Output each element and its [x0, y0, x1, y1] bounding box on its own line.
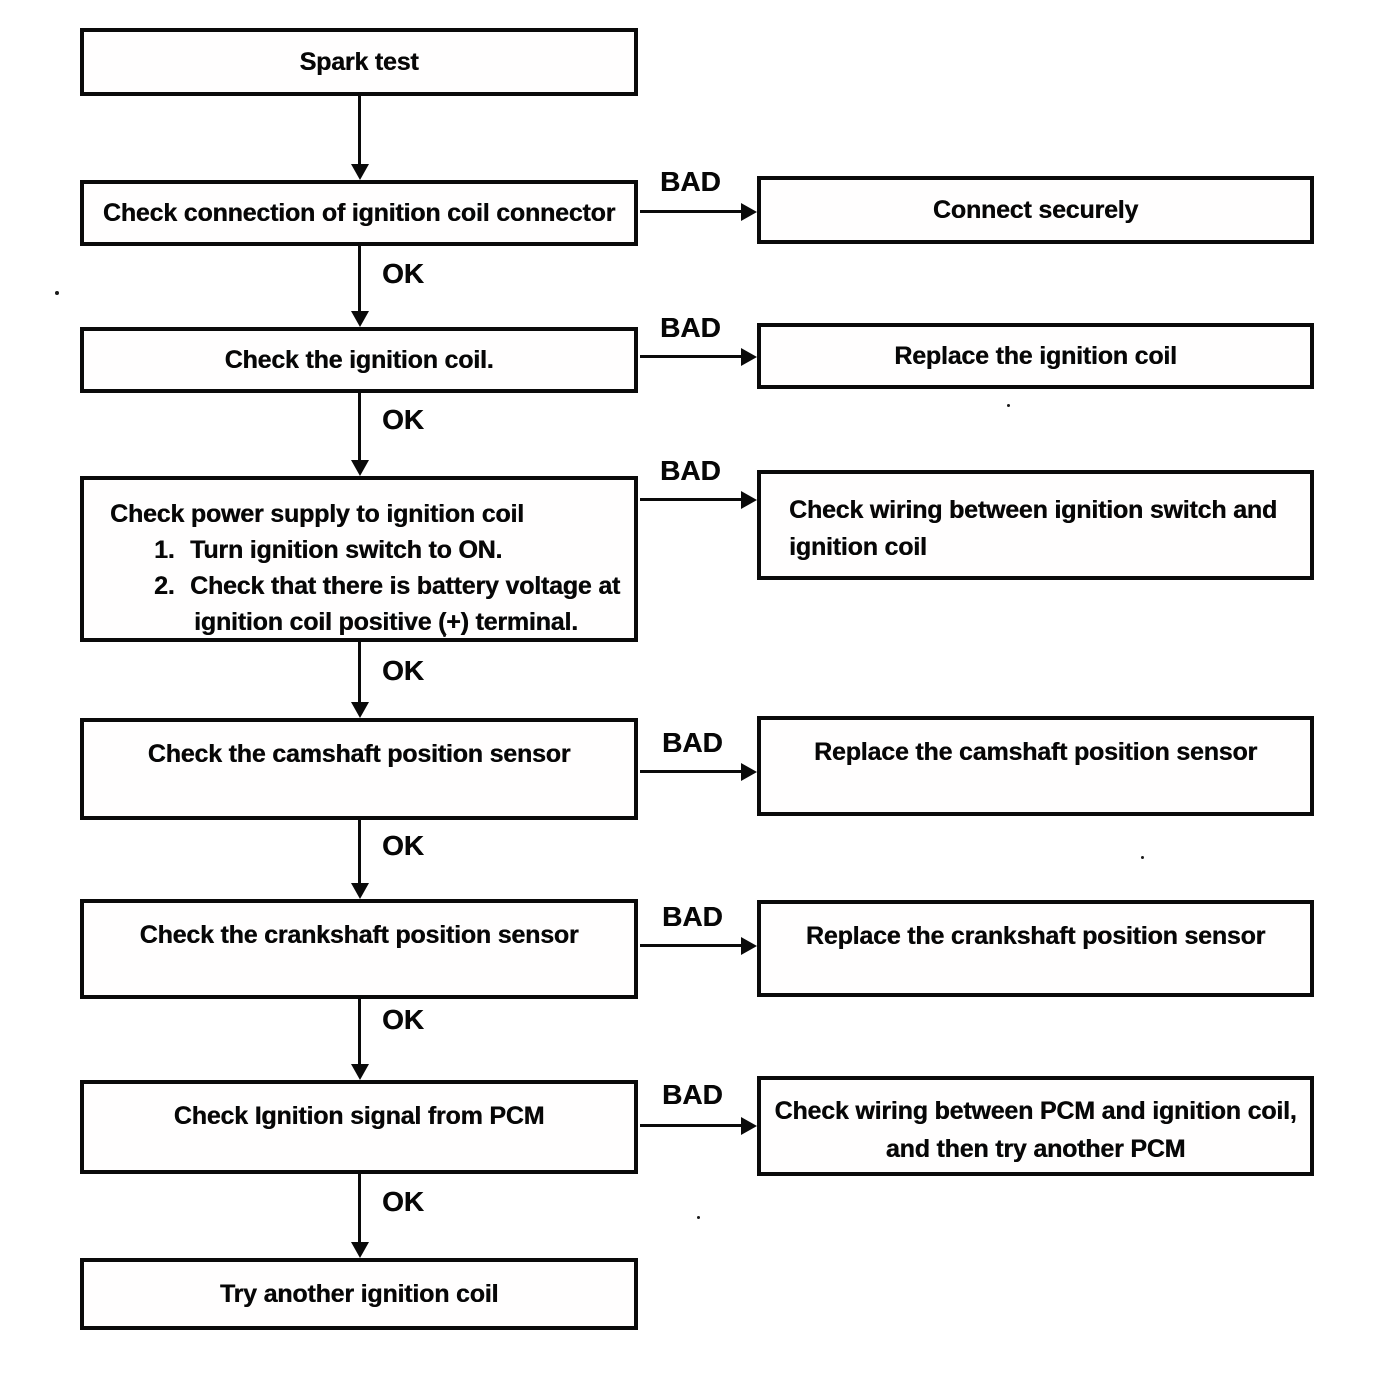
node-try-another-coil: Try another ignition coil: [80, 1258, 638, 1330]
power-supply-step2-line2: ignition coil positive (+) terminal.: [194, 608, 578, 636]
arrow-camshaft-to-crankshaft: [358, 820, 361, 883]
ok-label: OK: [382, 258, 424, 289]
node-connect-securely-label: Connect securely: [932, 195, 1139, 224]
check-wiring-pcm-text: Check wiring between PCM and ignition co…: [774, 1092, 1296, 1168]
node-replace-ignition-coil: Replace the ignition coil: [757, 323, 1314, 389]
power-supply-step2-line1: 2.Check that there is battery voltage at: [154, 572, 621, 600]
bad-arrow-connection: [640, 210, 742, 213]
arrow-power-to-camshaft: [358, 642, 361, 702]
bad-label: BAD: [660, 166, 721, 197]
node-replace-crankshaft-label: Replace the crankshaft position sensor: [805, 922, 1266, 950]
ok-label: OK: [382, 830, 424, 861]
ok-label: OK: [382, 404, 424, 435]
node-replace-crankshaft-sensor: Replace the crankshaft position sensor: [757, 900, 1314, 997]
node-check-crankshaft-sensor: Check the crankshaft position sensor: [80, 899, 638, 999]
scan-speck: [697, 1216, 700, 1219]
arrow-spark-to-connection: [358, 96, 361, 164]
node-replace-ignition-coil-label: Replace the ignition coil: [894, 341, 1177, 370]
node-check-ignition-coil: Check the ignition coil.: [80, 327, 638, 393]
bad-arrow-crankshaft: [640, 944, 742, 947]
bad-label: BAD: [660, 312, 721, 343]
node-check-camshaft-sensor: Check the camshaft position sensor: [80, 718, 638, 820]
check-wiring-switch-line1: Check wiring between ignition switch and: [789, 496, 1277, 524]
check-wiring-pcm-line2: and then try another PCM: [885, 1135, 1186, 1163]
node-check-power-supply: Check power supply to ignition coil 1.Tu…: [80, 476, 638, 642]
node-check-crankshaft-label: Check the crankshaft position sensor: [139, 921, 579, 949]
arrowhead-down-icon: [351, 1064, 369, 1080]
scan-speck: [1141, 856, 1144, 859]
check-wiring-pcm-line1: Check wiring between PCM and ignition co…: [774, 1097, 1297, 1125]
node-check-connection-label: Check connection of ignition coil connec…: [102, 198, 616, 227]
bad-arrow-coil: [640, 355, 742, 358]
node-check-connection: Check connection of ignition coil connec…: [80, 180, 638, 246]
arrowhead-right-icon: [741, 491, 757, 509]
node-check-ignition-signal: Check Ignition signal from PCM: [80, 1080, 638, 1174]
node-replace-camshaft-label: Replace the camshaft position sensor: [814, 738, 1257, 766]
power-supply-text: Check power supply to ignition coil 1.Tu…: [110, 496, 620, 640]
arrow-coil-to-power: [358, 393, 361, 460]
node-replace-camshaft-sensor: Replace the camshaft position sensor: [757, 716, 1314, 816]
arrow-signal-to-try: [358, 1174, 361, 1242]
ok-label: OK: [382, 1186, 424, 1217]
bad-label: BAD: [662, 1079, 723, 1110]
power-supply-title: Check power supply to ignition coil: [110, 500, 524, 528]
check-wiring-switch-line2: ignition coil: [789, 533, 927, 561]
node-spark-test-label: Spark test: [299, 47, 419, 76]
arrowhead-right-icon: [741, 1117, 757, 1135]
arrowhead-down-icon: [351, 1242, 369, 1258]
node-try-another-coil-label: Try another ignition coil: [219, 1279, 499, 1308]
bad-label: BAD: [660, 455, 721, 486]
node-spark-test: Spark test: [80, 28, 638, 96]
node-check-wiring-switch: Check wiring between ignition switch and…: [757, 470, 1314, 580]
arrowhead-right-icon: [741, 348, 757, 366]
scan-speck: [1007, 404, 1010, 407]
arrowhead-down-icon: [351, 702, 369, 718]
arrowhead-right-icon: [741, 763, 757, 781]
bad-label: BAD: [662, 901, 723, 932]
arrowhead-down-icon: [351, 883, 369, 899]
node-check-ignition-coil-label: Check the ignition coil.: [224, 345, 494, 374]
node-check-wiring-pcm: Check wiring between PCM and ignition co…: [757, 1076, 1314, 1176]
node-check-camshaft-label: Check the camshaft position sensor: [147, 740, 571, 768]
ok-label: OK: [382, 1004, 424, 1035]
arrow-connection-to-coil: [358, 246, 361, 311]
arrowhead-down-icon: [351, 311, 369, 327]
scan-speck: [55, 291, 59, 295]
arrowhead-down-icon: [351, 460, 369, 476]
bad-arrow-signal: [640, 1124, 742, 1127]
power-supply-step1: 1.Turn ignition switch to ON.: [154, 536, 503, 564]
arrowhead-down-icon: [351, 164, 369, 180]
ok-label: OK: [382, 655, 424, 686]
node-check-ignition-signal-label: Check Ignition signal from PCM: [173, 1102, 545, 1130]
arrowhead-right-icon: [741, 937, 757, 955]
bad-arrow-power: [640, 498, 742, 501]
arrowhead-right-icon: [741, 203, 757, 221]
check-wiring-switch-text: Check wiring between ignition switch and…: [789, 492, 1277, 566]
bad-label: BAD: [662, 727, 723, 758]
node-connect-securely: Connect securely: [757, 176, 1314, 244]
bad-arrow-camshaft: [640, 770, 742, 773]
arrow-crankshaft-to-signal: [358, 999, 361, 1064]
scan-speck: [443, 634, 446, 637]
